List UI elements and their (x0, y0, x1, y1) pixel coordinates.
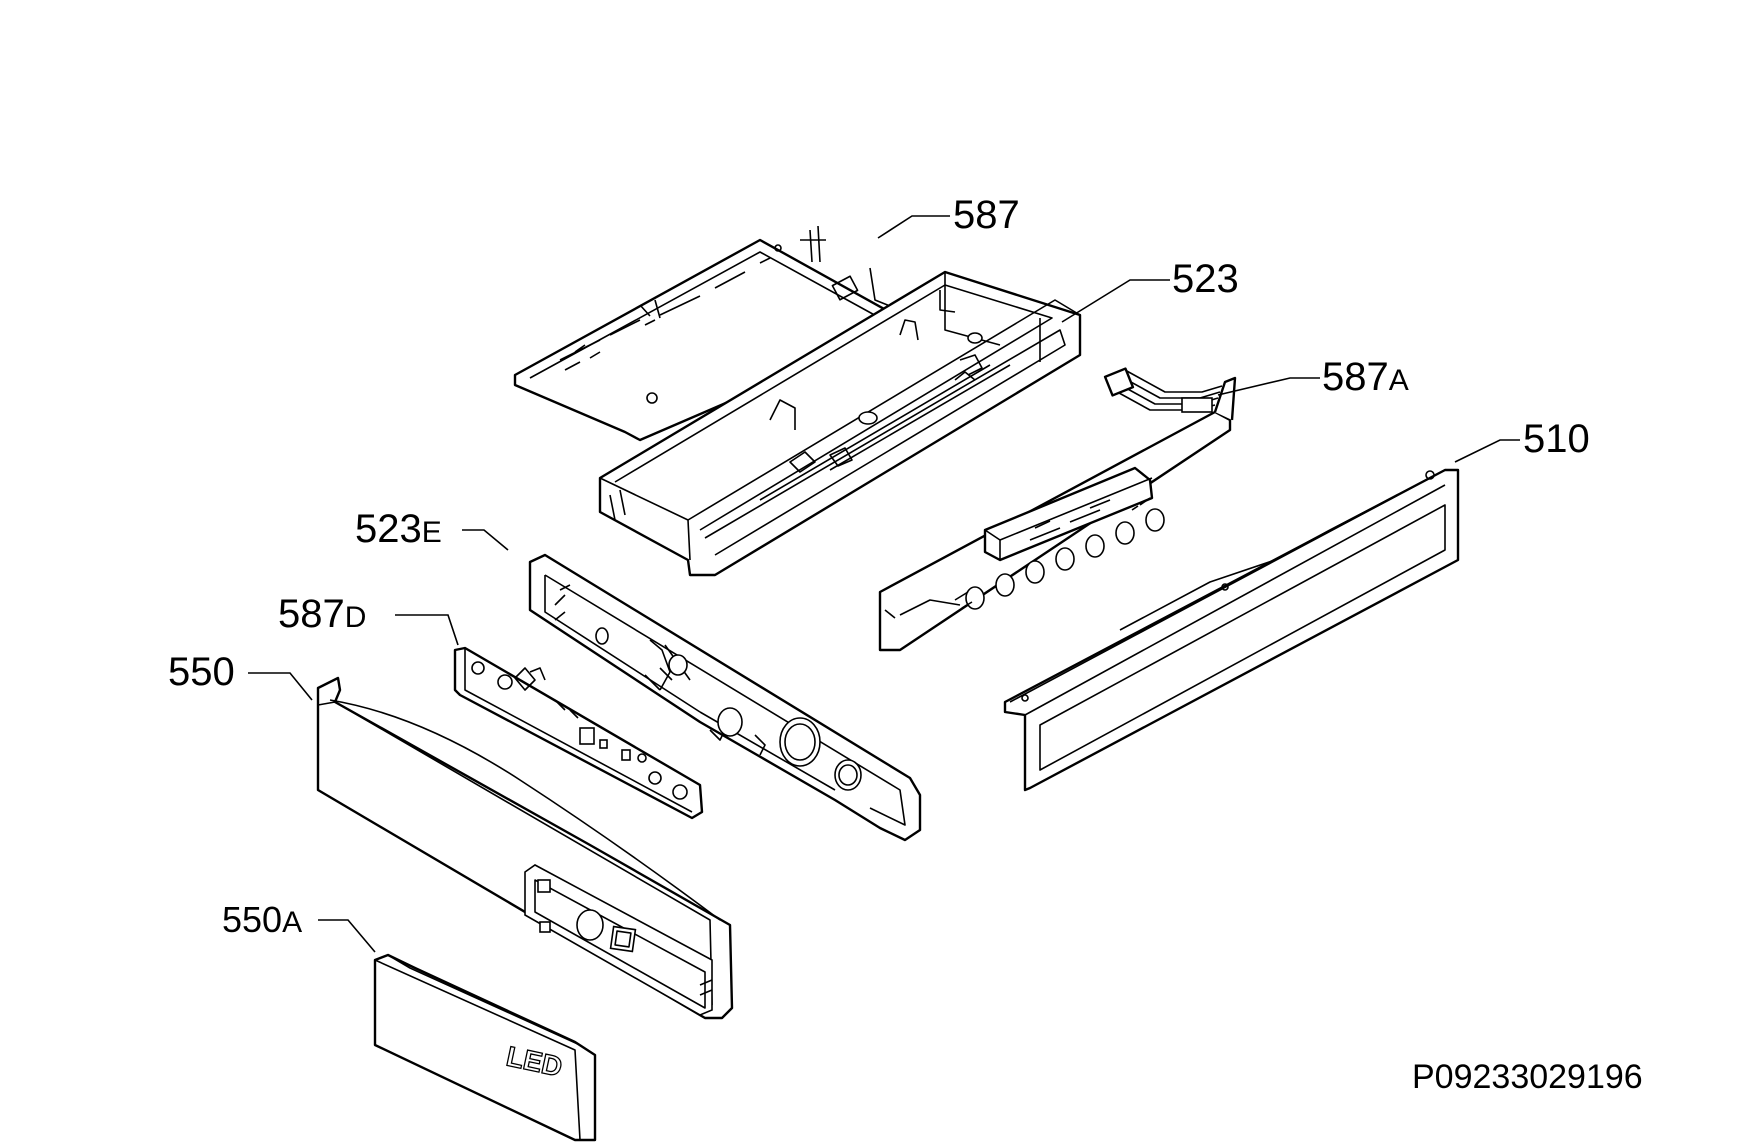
svg-text:587: 587 (953, 193, 1020, 237)
part-523E-display-frame[interactable] (528, 553, 922, 842)
svg-text:523: 523 (1172, 257, 1239, 301)
part-510-trim-bar[interactable] (1003, 468, 1460, 792)
panel-window (524, 864, 713, 1016)
callout-550: 550 (168, 650, 235, 694)
svg-text:523E: 523E (355, 507, 442, 551)
callout-550A: 550A (222, 899, 302, 940)
callout-523: 523 (1172, 257, 1239, 301)
part-587A-control-module[interactable] (878, 367, 1237, 652)
part-550A-led-cover[interactable]: LED (373, 953, 597, 1142)
callout-523E: 523E (355, 507, 442, 551)
control-buttons (954, 497, 1165, 610)
svg-text:550: 550 (168, 650, 235, 694)
svg-text:587D: 587D (278, 592, 366, 636)
part-587D-led-board[interactable] (453, 646, 704, 820)
callout-587A: 587A (1322, 355, 1409, 399)
callout-587D: 587D (278, 592, 366, 636)
svg-text:510: 510 (1523, 417, 1590, 461)
callout-510: 510 (1523, 417, 1590, 461)
part-587-pcb-board[interactable] (513, 225, 897, 442)
svg-text:587A: 587A (1322, 355, 1409, 399)
leader-lines (248, 215, 1520, 953)
part-550-front-panel[interactable] (316, 676, 734, 1020)
document-code: P09233029196 (1412, 1058, 1643, 1096)
callout-587: 587 (953, 193, 1020, 237)
svg-text:550A: 550A (222, 899, 302, 940)
part-523-housing[interactable] (598, 270, 1082, 577)
